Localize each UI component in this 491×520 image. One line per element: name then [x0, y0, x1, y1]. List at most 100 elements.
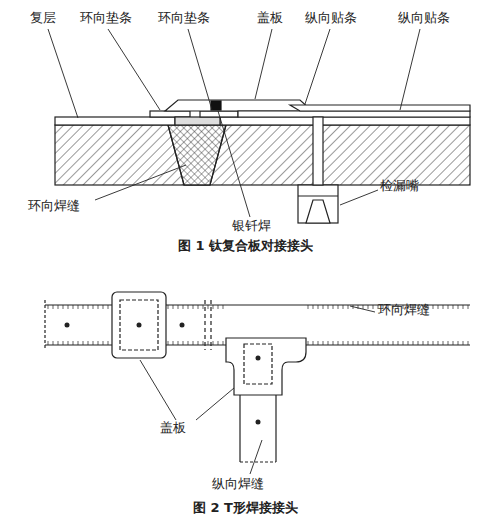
weld-tick	[68, 305, 69, 309]
weld-tick	[213, 305, 214, 309]
weld-tick	[108, 305, 109, 309]
part-label: 检漏嘴	[380, 178, 419, 194]
weld-tick	[433, 305, 434, 309]
weld-tick	[198, 305, 199, 309]
weld-tick	[193, 341, 194, 345]
weld-tick	[423, 341, 424, 345]
part-label: 复层	[30, 10, 56, 26]
weld-tick	[203, 305, 204, 309]
weld-tick	[443, 305, 444, 309]
weld-tick	[78, 341, 79, 345]
weld-tick	[328, 305, 329, 309]
weld-tick	[338, 341, 339, 345]
weld-tick	[178, 305, 179, 309]
weld-tick	[363, 341, 364, 345]
weld-tick	[343, 341, 344, 345]
weld-tick	[53, 305, 54, 309]
part-label: 盖板	[257, 10, 283, 26]
weld-tick	[73, 305, 74, 309]
weld-tick	[348, 341, 349, 345]
part-label: 纵向焊缝	[212, 476, 264, 492]
weld-tick	[453, 305, 454, 309]
weld-tick	[388, 341, 389, 345]
weld-tick	[178, 341, 179, 345]
weld-tick	[48, 341, 49, 345]
weld-tick	[308, 305, 309, 309]
weld-tick	[363, 305, 364, 309]
weld-tick	[323, 305, 324, 309]
weld-tick	[183, 341, 184, 345]
weld-tick	[348, 305, 349, 309]
figure-caption: 图 2 T形焊接接头	[193, 500, 298, 516]
weld-tick	[188, 341, 189, 345]
part-label: 盖板	[160, 420, 186, 436]
weld-tick	[188, 305, 189, 309]
part-label: 环向垫条	[80, 10, 132, 26]
weld-tick	[323, 341, 324, 345]
weld-tick	[318, 341, 319, 345]
weld-tick	[168, 341, 169, 345]
weld-tick	[458, 341, 459, 345]
weld-tick	[413, 341, 414, 345]
weld-tick	[463, 341, 464, 345]
weld-tick	[58, 341, 59, 345]
weld-tick	[203, 341, 204, 345]
part-label: 纵向贴条	[398, 10, 450, 26]
weld-tick	[218, 341, 219, 345]
weld-tick	[48, 305, 49, 309]
weld-tick	[103, 305, 104, 309]
weld-tick	[333, 341, 334, 345]
weld-tick	[428, 341, 429, 345]
weld-tick	[108, 341, 109, 345]
part-label: 环向垫条	[158, 10, 210, 26]
weld-tick	[93, 305, 94, 309]
weld-tick	[73, 341, 74, 345]
weld-tick	[373, 305, 374, 309]
weld-tick	[173, 341, 174, 345]
weld-tick	[208, 341, 209, 345]
weld-tick	[433, 341, 434, 345]
weld-tick	[458, 305, 459, 309]
weld-tick	[448, 341, 449, 345]
weld-tick	[58, 305, 59, 309]
weld-tick	[183, 305, 184, 309]
weld-tick	[88, 341, 89, 345]
part-label: 环向焊缝	[378, 302, 430, 318]
weld-tick	[453, 341, 454, 345]
weld-tick	[88, 305, 89, 309]
weld-tick	[438, 305, 439, 309]
weld-tick	[393, 341, 394, 345]
weld-tick	[378, 341, 379, 345]
weld-tick	[168, 305, 169, 309]
weld-tick	[63, 305, 64, 309]
weld-tick	[358, 341, 359, 345]
weld-tick	[328, 341, 329, 345]
part-label: 纵向贴条	[305, 10, 357, 26]
weld-tick	[53, 341, 54, 345]
weld-tick	[443, 341, 444, 345]
weld-tick	[418, 341, 419, 345]
weld-tick	[403, 341, 404, 345]
weld-tick	[438, 341, 439, 345]
weld-tick	[63, 341, 64, 345]
weld-tick	[83, 341, 84, 345]
weld-tick	[373, 341, 374, 345]
weld-tick	[98, 341, 99, 345]
weld-tick	[333, 305, 334, 309]
weld-tick	[313, 341, 314, 345]
weld-tick	[223, 305, 224, 309]
weld-tick	[383, 341, 384, 345]
weld-tick	[353, 341, 354, 345]
weld-tick	[193, 305, 194, 309]
part-label: 环向焊缝	[28, 198, 80, 214]
weld-tick	[343, 305, 344, 309]
weld-tick	[93, 341, 94, 345]
weld-tick	[463, 305, 464, 309]
weld-tick	[368, 341, 369, 345]
weld-tick	[468, 305, 469, 309]
weld-tick	[223, 341, 224, 345]
weld-tick	[408, 341, 409, 345]
weld-tick	[368, 305, 369, 309]
